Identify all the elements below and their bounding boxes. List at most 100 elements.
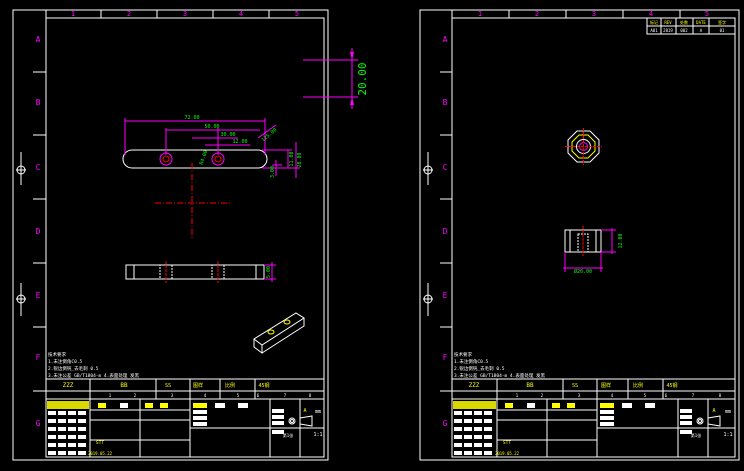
- dim-offset-12: 12.00: [232, 139, 247, 145]
- label-drawing: 图样: [601, 382, 611, 389]
- note-line: 2.锐边倒钝_去毛刺 0.5: [48, 365, 99, 372]
- part-side-view[interactable]: [125, 261, 276, 283]
- seq-number: 4: [611, 393, 614, 398]
- scale-a: A: [303, 408, 306, 414]
- label-drawing: 图样: [193, 382, 203, 389]
- dim-small-3: 3.00: [270, 166, 276, 178]
- title-zzz: ZZZ: [469, 382, 480, 389]
- drawing-date: 2019.05.22: [88, 451, 113, 456]
- seq-number: 1: [516, 393, 519, 398]
- unit-label: mm: [315, 409, 321, 415]
- dim-height-20: 20.00: [297, 152, 303, 167]
- left-drawing-sheet[interactable]: 1 2 3 4 5 A B C D E F G: [12, 9, 369, 461]
- row-label: C: [443, 163, 448, 172]
- unit-label: mm: [725, 409, 731, 415]
- row-label: E: [36, 291, 41, 300]
- seq-number: 6: [665, 393, 668, 398]
- drawing-number: BB: [120, 382, 128, 389]
- rev-value: 01: [720, 28, 725, 33]
- material: 45钢: [666, 382, 677, 389]
- part-top-view[interactable]: [122, 149, 268, 240]
- nut-side-view[interactable]: [563, 226, 616, 272]
- column-label: 4: [239, 10, 243, 18]
- nut-top-view[interactable]: [565, 128, 602, 165]
- seq-number: 7: [692, 393, 695, 398]
- seq-cells: [98, 403, 284, 434]
- rev-header: 处数: [680, 19, 688, 25]
- note-line: 1.未注倒角C0.5: [454, 358, 489, 365]
- technical-notes: 技术要求 1.未注倒角C0.5 2.锐边倒钝_去毛刺 0.5 3.未注公差 GB…: [48, 351, 140, 379]
- projection-symbol-icon: [696, 415, 721, 427]
- binding-mark-top: [423, 152, 433, 185]
- row-zone-ticks: [440, 71, 452, 392]
- rev-value: A: [700, 28, 703, 33]
- row-label: A: [443, 35, 448, 44]
- row-label: F: [443, 353, 448, 362]
- technical-notes: 技术要求 1.未注倒角C0.5 2.锐边倒钝_去毛刺 0.5 3.未注公差 GB…: [454, 351, 546, 379]
- scale-a: A: [712, 408, 715, 414]
- title-zzz: ZZZ: [63, 382, 74, 389]
- top-view-dimensions[interactable]: [124, 118, 300, 178]
- binding-mark-bottom: [423, 283, 433, 316]
- rev-header: DATE: [696, 20, 706, 25]
- drawing-number: BB: [526, 382, 534, 389]
- seq-number: 8: [309, 393, 312, 398]
- note-line: 2.锐边倒钝_去毛刺 0.5: [454, 365, 505, 372]
- row-label: D: [443, 227, 448, 236]
- binding-mark-bottom: [16, 283, 26, 316]
- seq-number: 3: [171, 393, 174, 398]
- company-name: STT: [503, 440, 511, 446]
- rev-value: 002: [680, 28, 688, 33]
- rev-header: REV: [664, 20, 672, 25]
- column-label: 5: [295, 10, 299, 18]
- seq-number: 1: [109, 393, 112, 398]
- note-line: 技术要求: [48, 351, 66, 358]
- signature-grid: [453, 401, 496, 455]
- right-drawing-sheet[interactable]: 1 2 3 4 5 A B C D E F G: [419, 9, 740, 461]
- title-block[interactable]: ZZZ BB SS 图样 比例 45钢 1 2 3 4 5 6 7 8 mm A…: [45, 378, 325, 458]
- part-outline: [122, 149, 268, 169]
- dim-nut-height: 12.00: [618, 233, 624, 248]
- binding-mark-top: [16, 152, 26, 185]
- column-label: 2: [535, 10, 539, 18]
- column-zone-ticks: [451, 10, 681, 18]
- label-scale: 比例: [633, 382, 643, 389]
- dim-hole-spacing-50: 50.00: [204, 124, 219, 130]
- dimension-20[interactable]: 20.00: [303, 48, 369, 109]
- signature-grid: [47, 401, 89, 455]
- label-ss: SS: [165, 383, 171, 389]
- hole-right-inner: [214, 155, 222, 163]
- seq-number: 8: [719, 393, 722, 398]
- dim-hole-spacing-30: 30.00: [220, 132, 235, 138]
- row-label: F: [36, 353, 41, 362]
- outer-frame: [419, 9, 740, 461]
- seq-number: 2: [541, 393, 544, 398]
- dimension-text: 20.00: [356, 62, 369, 95]
- row-label: G: [36, 419, 41, 428]
- row-label: A: [36, 35, 41, 44]
- note-line: 技术要求: [454, 351, 472, 358]
- rev-value: 2019: [663, 28, 673, 33]
- column-label: 2: [127, 10, 131, 18]
- column-label: 3: [183, 10, 187, 18]
- note-line: 3.未注公差 GB/T1804-m 4.表面处理 发黑: [48, 372, 140, 379]
- revision-table[interactable]: 标记 REV 处数 DATE 签字 A01 2019 002 A 01: [646, 17, 736, 35]
- company-name: STT: [96, 440, 104, 446]
- scale-value: 1:1: [313, 432, 322, 438]
- note-line: 3.未注公差 GB/T1804-m 4.表面处理 发黑: [454, 372, 546, 379]
- row-label: B: [36, 98, 41, 107]
- column-zone-ticks: [100, 10, 270, 18]
- part-isometric-view[interactable]: [253, 312, 305, 354]
- column-label: 1: [478, 10, 482, 18]
- column-label: 3: [592, 10, 596, 18]
- hole-left-inner: [162, 155, 170, 163]
- seq-number: 4: [204, 393, 207, 398]
- title-block[interactable]: ZZZ BB SS 图样 比例 45钢 1 2 3 4 5 6 7 8 mm A…: [451, 378, 736, 458]
- row-label: B: [443, 98, 448, 107]
- row-label: G: [443, 419, 448, 428]
- drawing-date: 2019.05.22: [495, 451, 520, 456]
- rev-header: 签字: [718, 19, 726, 25]
- label-ss: SS: [572, 383, 578, 389]
- column-label: 5: [705, 10, 709, 18]
